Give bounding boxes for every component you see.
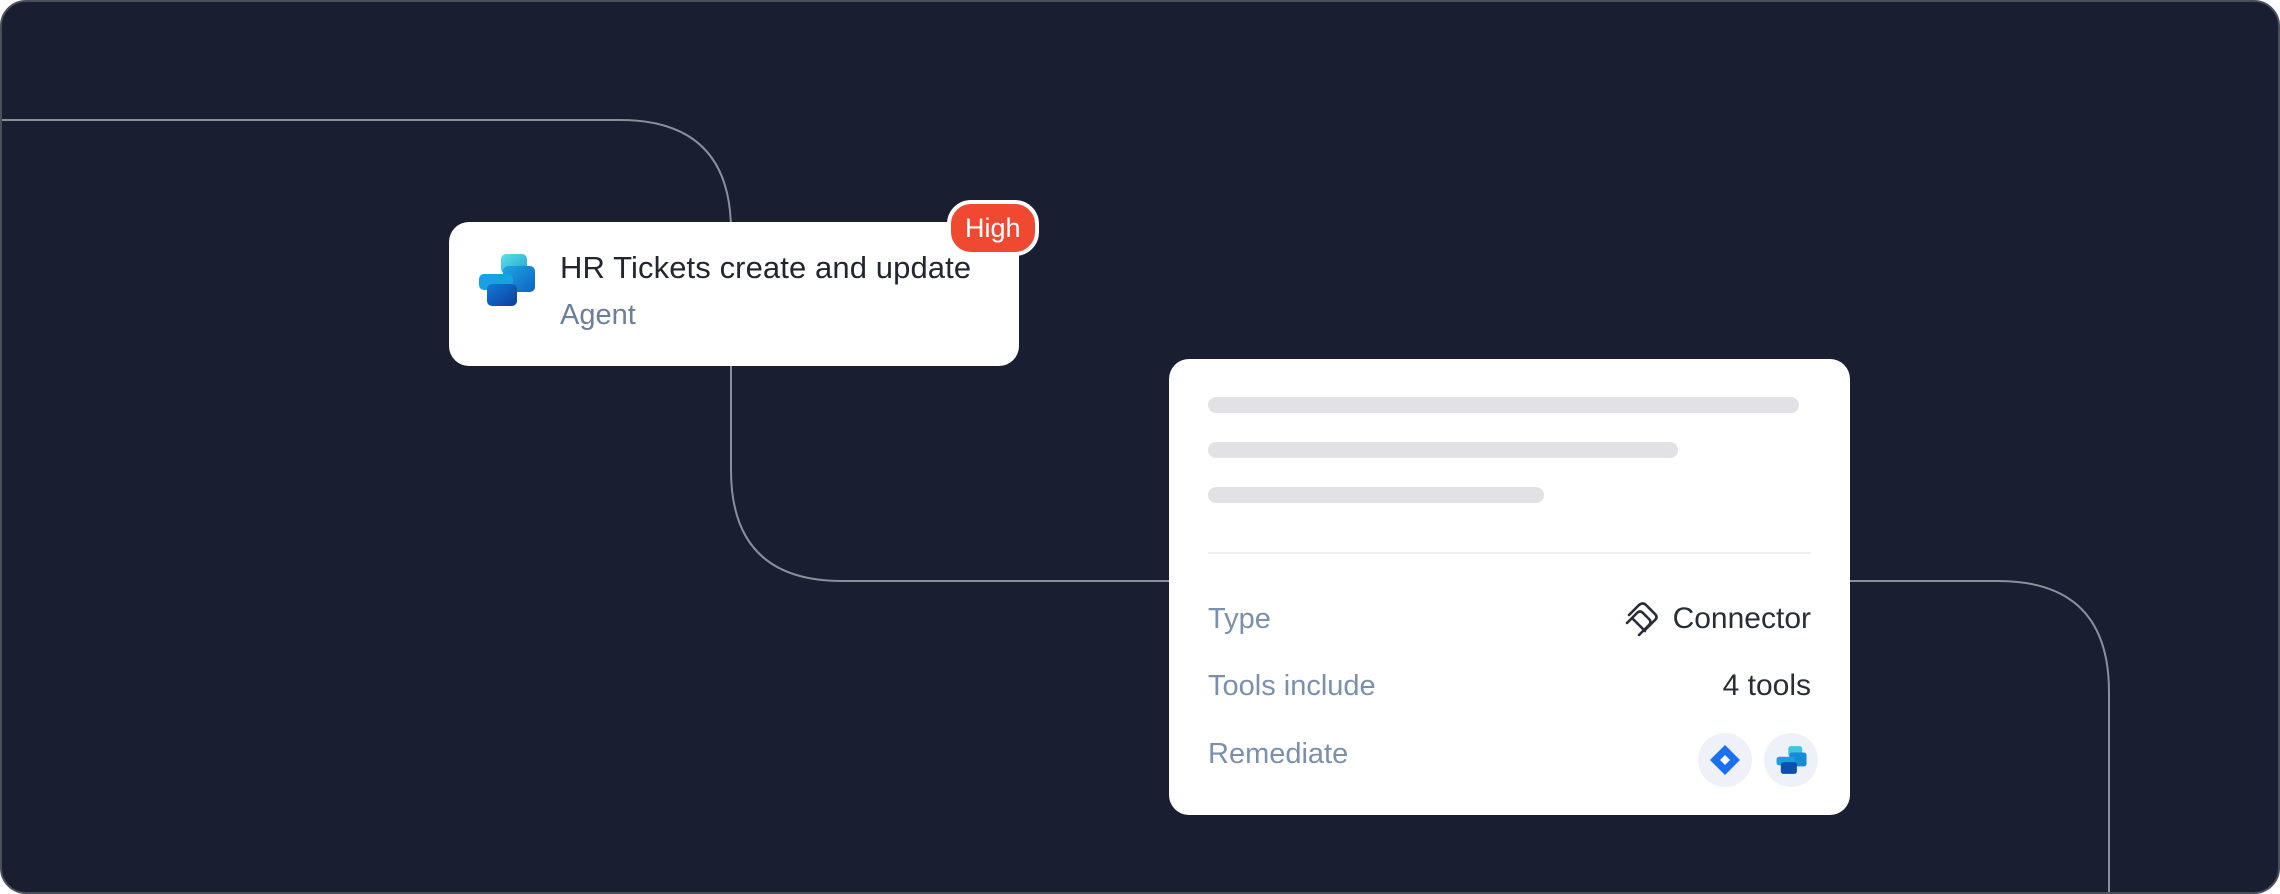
agent-card[interactable]: HR Tickets create and update Agent	[449, 222, 1019, 366]
details-card: Type Connector Tools include 4 tools Rem…	[1169, 359, 1850, 815]
type-value: Connector	[1623, 601, 1811, 637]
remediate-actions	[1698, 733, 1818, 787]
copilot-studio-icon[interactable]	[1764, 733, 1818, 787]
skeleton-line	[1208, 487, 1544, 503]
connector-icon	[1625, 602, 1658, 637]
copilot-studio-icon	[479, 254, 535, 306]
tools-label: Tools include	[1208, 670, 1376, 702]
skeleton-line	[1208, 442, 1678, 458]
agent-type-label: Agent	[560, 299, 636, 331]
agent-title: HR Tickets create and update	[560, 250, 972, 285]
tools-value: 4 tools	[1722, 669, 1811, 702]
type-label: Type	[1208, 603, 1271, 635]
divider	[1208, 552, 1811, 554]
type-value-text: Connector	[1672, 602, 1811, 635]
skeleton-line	[1208, 397, 1799, 413]
remediate-label: Remediate	[1208, 738, 1349, 770]
jira-icon[interactable]	[1698, 733, 1752, 787]
risk-badge: High	[947, 200, 1039, 256]
